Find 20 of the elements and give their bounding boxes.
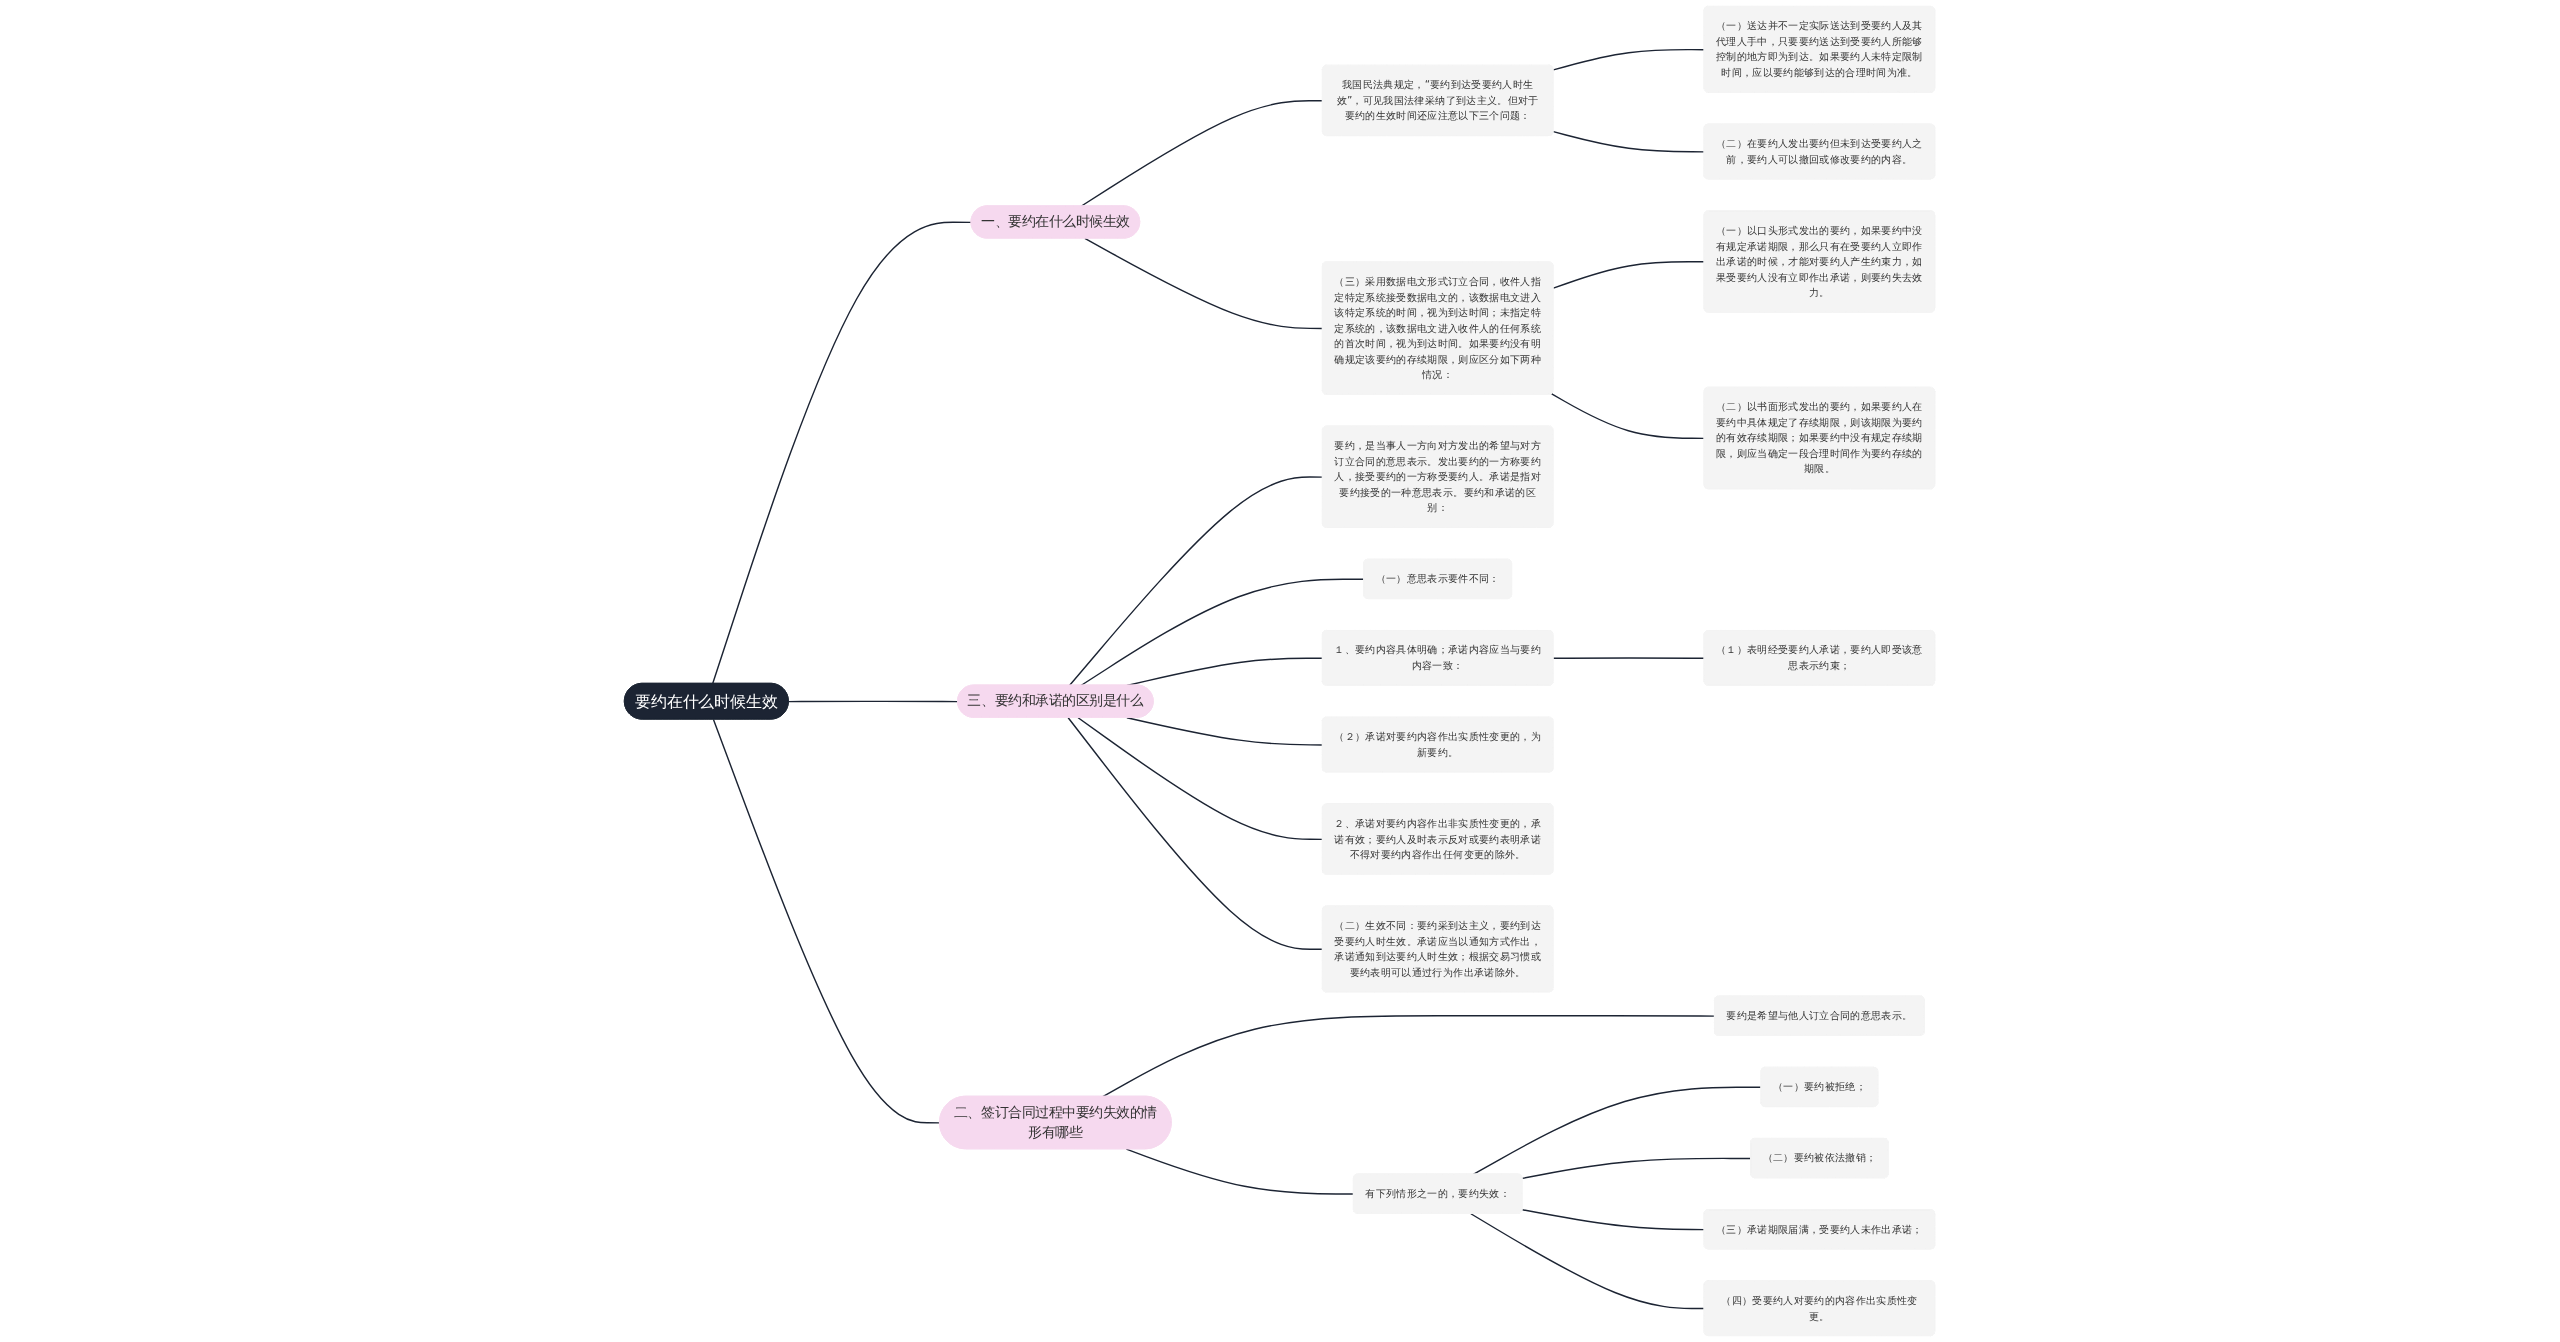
connector	[1080, 100, 1324, 207]
connector	[1080, 578, 1366, 687]
connector	[1102, 1015, 1716, 1098]
connector	[1553, 657, 1706, 659]
connector	[1077, 717, 1324, 841]
connector	[1551, 393, 1706, 440]
connector	[1069, 476, 1324, 687]
connector	[1522, 1157, 1753, 1180]
connector	[1553, 261, 1706, 289]
connector	[1126, 717, 1324, 746]
connector	[713, 718, 942, 1124]
connector	[712, 221, 973, 685]
connector	[1067, 717, 1324, 951]
connector	[1553, 130, 1706, 153]
connector	[1522, 1209, 1706, 1231]
connector	[1470, 1213, 1706, 1310]
connector	[1126, 1148, 1355, 1195]
connector	[1084, 237, 1324, 330]
connector	[788, 700, 960, 703]
connector	[1553, 48, 1706, 71]
